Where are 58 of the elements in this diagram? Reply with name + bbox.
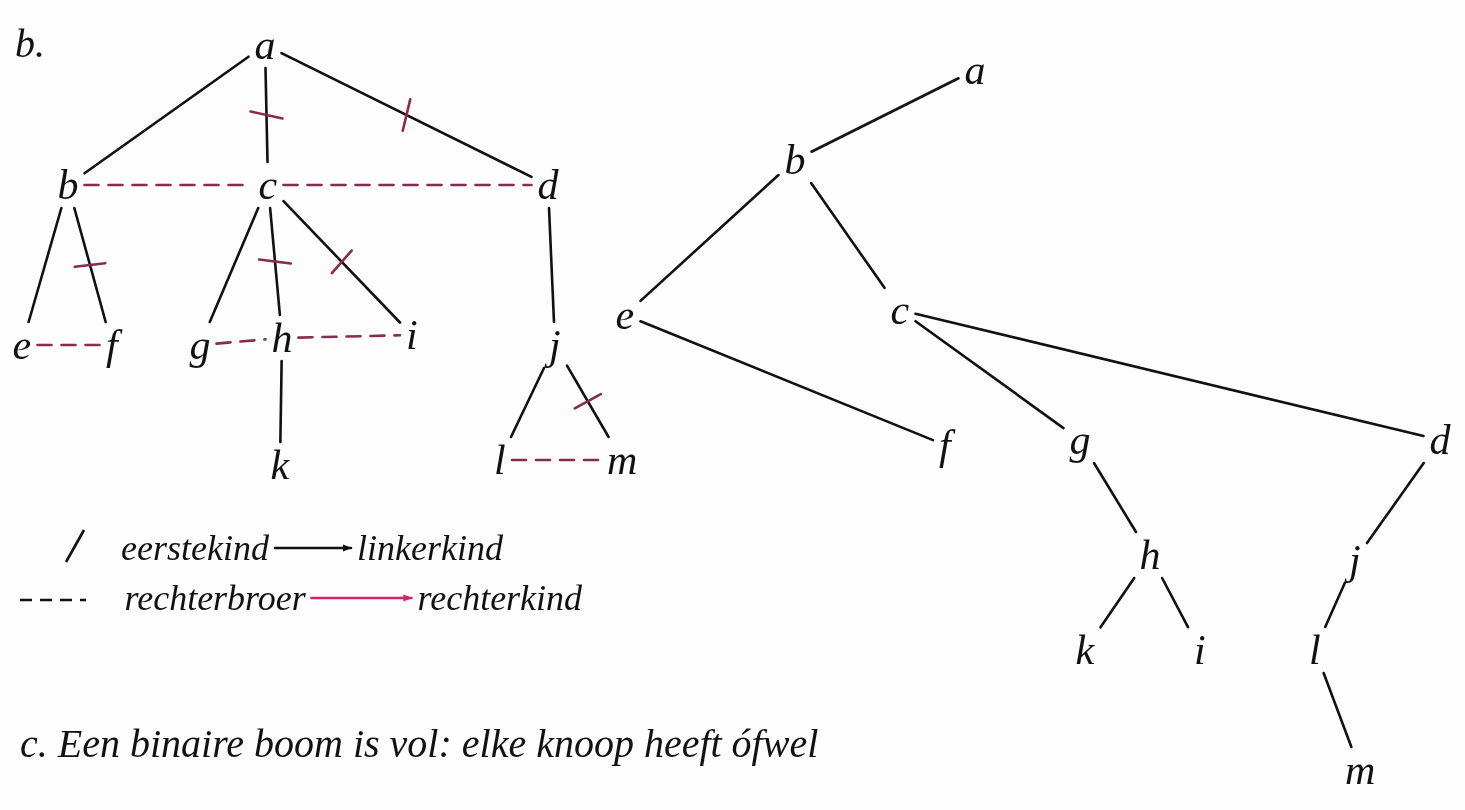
tree-node-letter: i — [404, 314, 420, 356]
tree-node-letter: g — [187, 324, 213, 366]
tree-edge — [639, 173, 780, 303]
legend-term: eerstekind — [119, 530, 271, 566]
tree-node-letter: l — [492, 439, 508, 481]
tree-node-letter: m — [1343, 749, 1378, 791]
tree-node-letter: b — [55, 164, 81, 206]
tree-node-letter: a — [252, 24, 278, 66]
tree-edge — [547, 206, 556, 324]
tree-node-letter: d — [1427, 419, 1453, 461]
tree-node-letter: h — [269, 317, 295, 359]
dashed-line — [36, 343, 102, 347]
tree-node-letter: b — [782, 139, 808, 181]
legend-term: rechterbroer — [122, 580, 308, 616]
tree-node-letter: k — [1073, 629, 1097, 671]
tree-node-letter: h — [1137, 534, 1163, 576]
tree-edge — [73, 206, 107, 324]
tree-node-letter: g — [1067, 419, 1093, 461]
tree-edge — [1099, 576, 1136, 629]
tree-edge — [914, 312, 1425, 438]
tree-edge — [27, 206, 63, 324]
tree-edge — [1322, 671, 1353, 749]
tree-edge — [208, 206, 260, 324]
tree-node-letter: l — [1307, 629, 1323, 671]
tree-node-letter: m — [605, 439, 640, 481]
tree-edge — [264, 66, 269, 164]
tree-edge — [268, 206, 282, 317]
tree-edge — [810, 76, 960, 154]
section-letter: b. — [15, 22, 45, 66]
tree-edge — [914, 319, 1065, 430]
tree-edge — [280, 51, 533, 179]
legend-term: rechterkind — [415, 580, 585, 616]
tree-edge — [83, 55, 250, 175]
tree-node-letter: d — [535, 164, 561, 206]
dashed-line — [215, 338, 267, 345]
legend-term: linkerkind — [355, 530, 505, 566]
tree-edge — [639, 320, 935, 442]
tree-node-letter: e — [613, 294, 637, 336]
tree-edge — [1365, 461, 1425, 545]
tree-edge — [1092, 461, 1138, 534]
tree-edge — [565, 364, 610, 439]
tree-edge — [279, 359, 283, 444]
tree-node-letter: e — [10, 324, 34, 366]
arrow — [273, 544, 353, 552]
tree-node-letter: k — [268, 444, 292, 486]
dashed-line — [297, 333, 402, 339]
dashed-line — [282, 183, 533, 187]
arrow — [310, 594, 413, 602]
tree-edge — [1160, 576, 1190, 629]
tree-node-letter: c — [256, 164, 280, 206]
tree-edge — [282, 199, 402, 324]
tree-node-letter: a — [962, 49, 988, 91]
tree-edge — [809, 181, 886, 290]
tree-node-letter: i — [1192, 629, 1208, 671]
note-text: c. Een binaire boom is vol: elke knoop heeft ófwel — [20, 722, 819, 766]
tree-edge — [1323, 581, 1347, 629]
tree-node-letter: c — [888, 289, 912, 331]
tree-edge — [509, 366, 546, 439]
